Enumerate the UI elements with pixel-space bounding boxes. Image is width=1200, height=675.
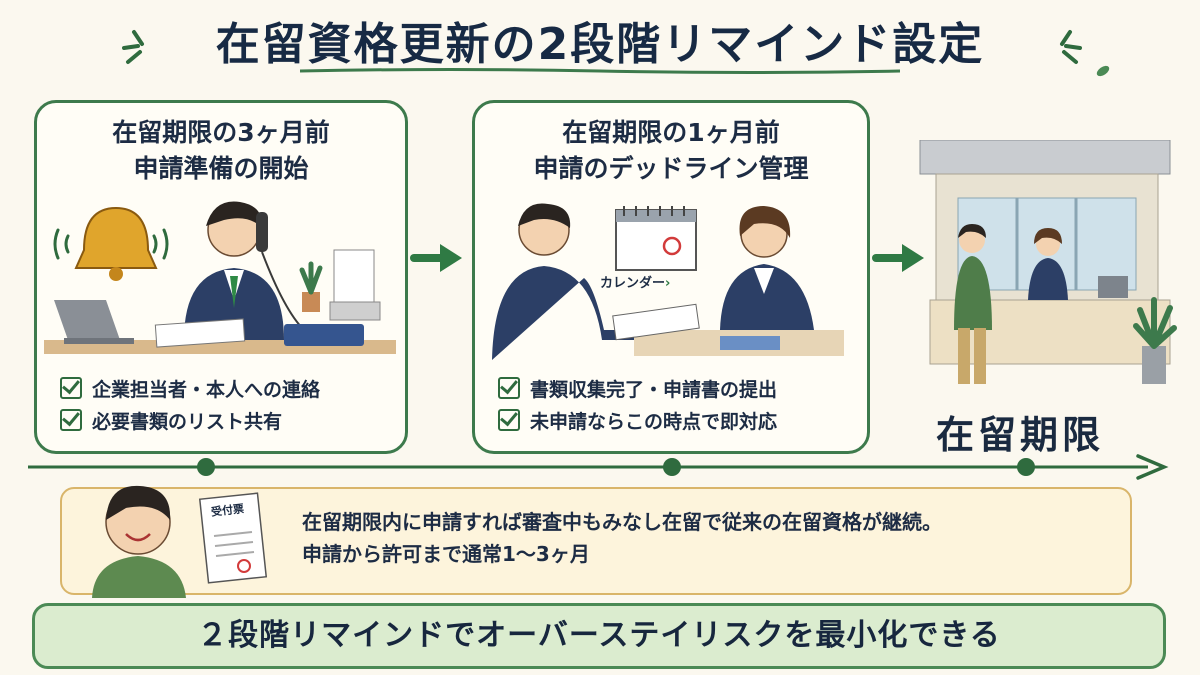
step2-checklist: 書類収集完了・申請書の提出 未申請ならこの時点で即対応 xyxy=(498,372,858,436)
step1-title-line1: 在留期限の3ヶ月前 xyxy=(112,118,330,147)
receipt-label: 受付票 xyxy=(210,502,245,519)
chevron-right-icon: › xyxy=(665,276,671,291)
summary-banner: ２段階リマインドでオーバーステイリスクを最小化できる xyxy=(32,603,1166,669)
leaf-icon xyxy=(1096,65,1110,77)
step2-check-item: 書類収集完了・申請書の提出 xyxy=(498,372,858,404)
step1-title-line2: 申請準備の開始 xyxy=(133,154,309,183)
note-line1: 在留期限内に申請すれば審査中もみなし在留で従来の在留資格が継続。 xyxy=(302,510,942,534)
deadline-label: 在留期限 xyxy=(936,413,1105,457)
calendar-label: カレンダー› xyxy=(600,272,670,291)
step2-check-item: 未申請ならこの時点で即対応 xyxy=(498,404,858,436)
office-counter-illustration xyxy=(919,140,1177,384)
arrow-right-icon xyxy=(872,244,924,272)
person-with-receipt-illustration xyxy=(92,485,268,598)
step1-check-item: 企業担当者・本人への連絡 xyxy=(60,372,390,404)
step2-panel: 在留期限の1ヶ月前 申請のデッドライン管理 xyxy=(472,100,870,454)
timeline-marker-step3 xyxy=(1017,458,1035,476)
checkbox-icon xyxy=(60,377,82,399)
step1-illustration xyxy=(44,201,396,354)
checkbox-icon xyxy=(498,377,520,399)
step2-title-line1: 在留期限の1ヶ月前 xyxy=(562,118,780,147)
arrow-right-icon xyxy=(410,244,462,272)
checkbox-icon xyxy=(498,409,520,431)
step2-illustration xyxy=(492,203,844,360)
note-text: 在留期限内に申請すれば審査中もみなし在留で従来の在留資格が継続。 申請から許可ま… xyxy=(302,506,1112,570)
step1-check-label: 企業担当者・本人への連絡 xyxy=(92,378,321,401)
checkbox-icon xyxy=(60,409,82,431)
bell-icon xyxy=(53,206,169,281)
step2-check-label: 未申請ならこの時点で即対応 xyxy=(530,410,778,433)
timeline xyxy=(28,454,1169,480)
step2-check-label: 書類収集完了・申請書の提出 xyxy=(530,378,778,401)
sparkle-right-icon xyxy=(1060,30,1082,64)
page-title: 在留資格更新の2段階リマインド設定 xyxy=(215,19,985,70)
timeline-marker-step1 xyxy=(197,458,215,476)
timeline-marker-step2 xyxy=(663,458,681,476)
step1-check-item: 必要書類のリスト共有 xyxy=(60,404,390,436)
step1-check-label: 必要書類のリスト共有 xyxy=(92,410,283,433)
sparkle-left-icon xyxy=(122,30,144,64)
note-line2: 申請から許可まで通常1～3ヶ月 xyxy=(302,542,590,566)
title-underline xyxy=(300,68,900,74)
calendar-icon xyxy=(615,206,697,271)
calendar-label-text: カレンダー xyxy=(600,276,666,291)
step2-title-line2: 申請のデッドライン管理 xyxy=(533,154,809,183)
step1-checklist: 企業担当者・本人への連絡 必要書類のリスト共有 xyxy=(60,372,390,436)
